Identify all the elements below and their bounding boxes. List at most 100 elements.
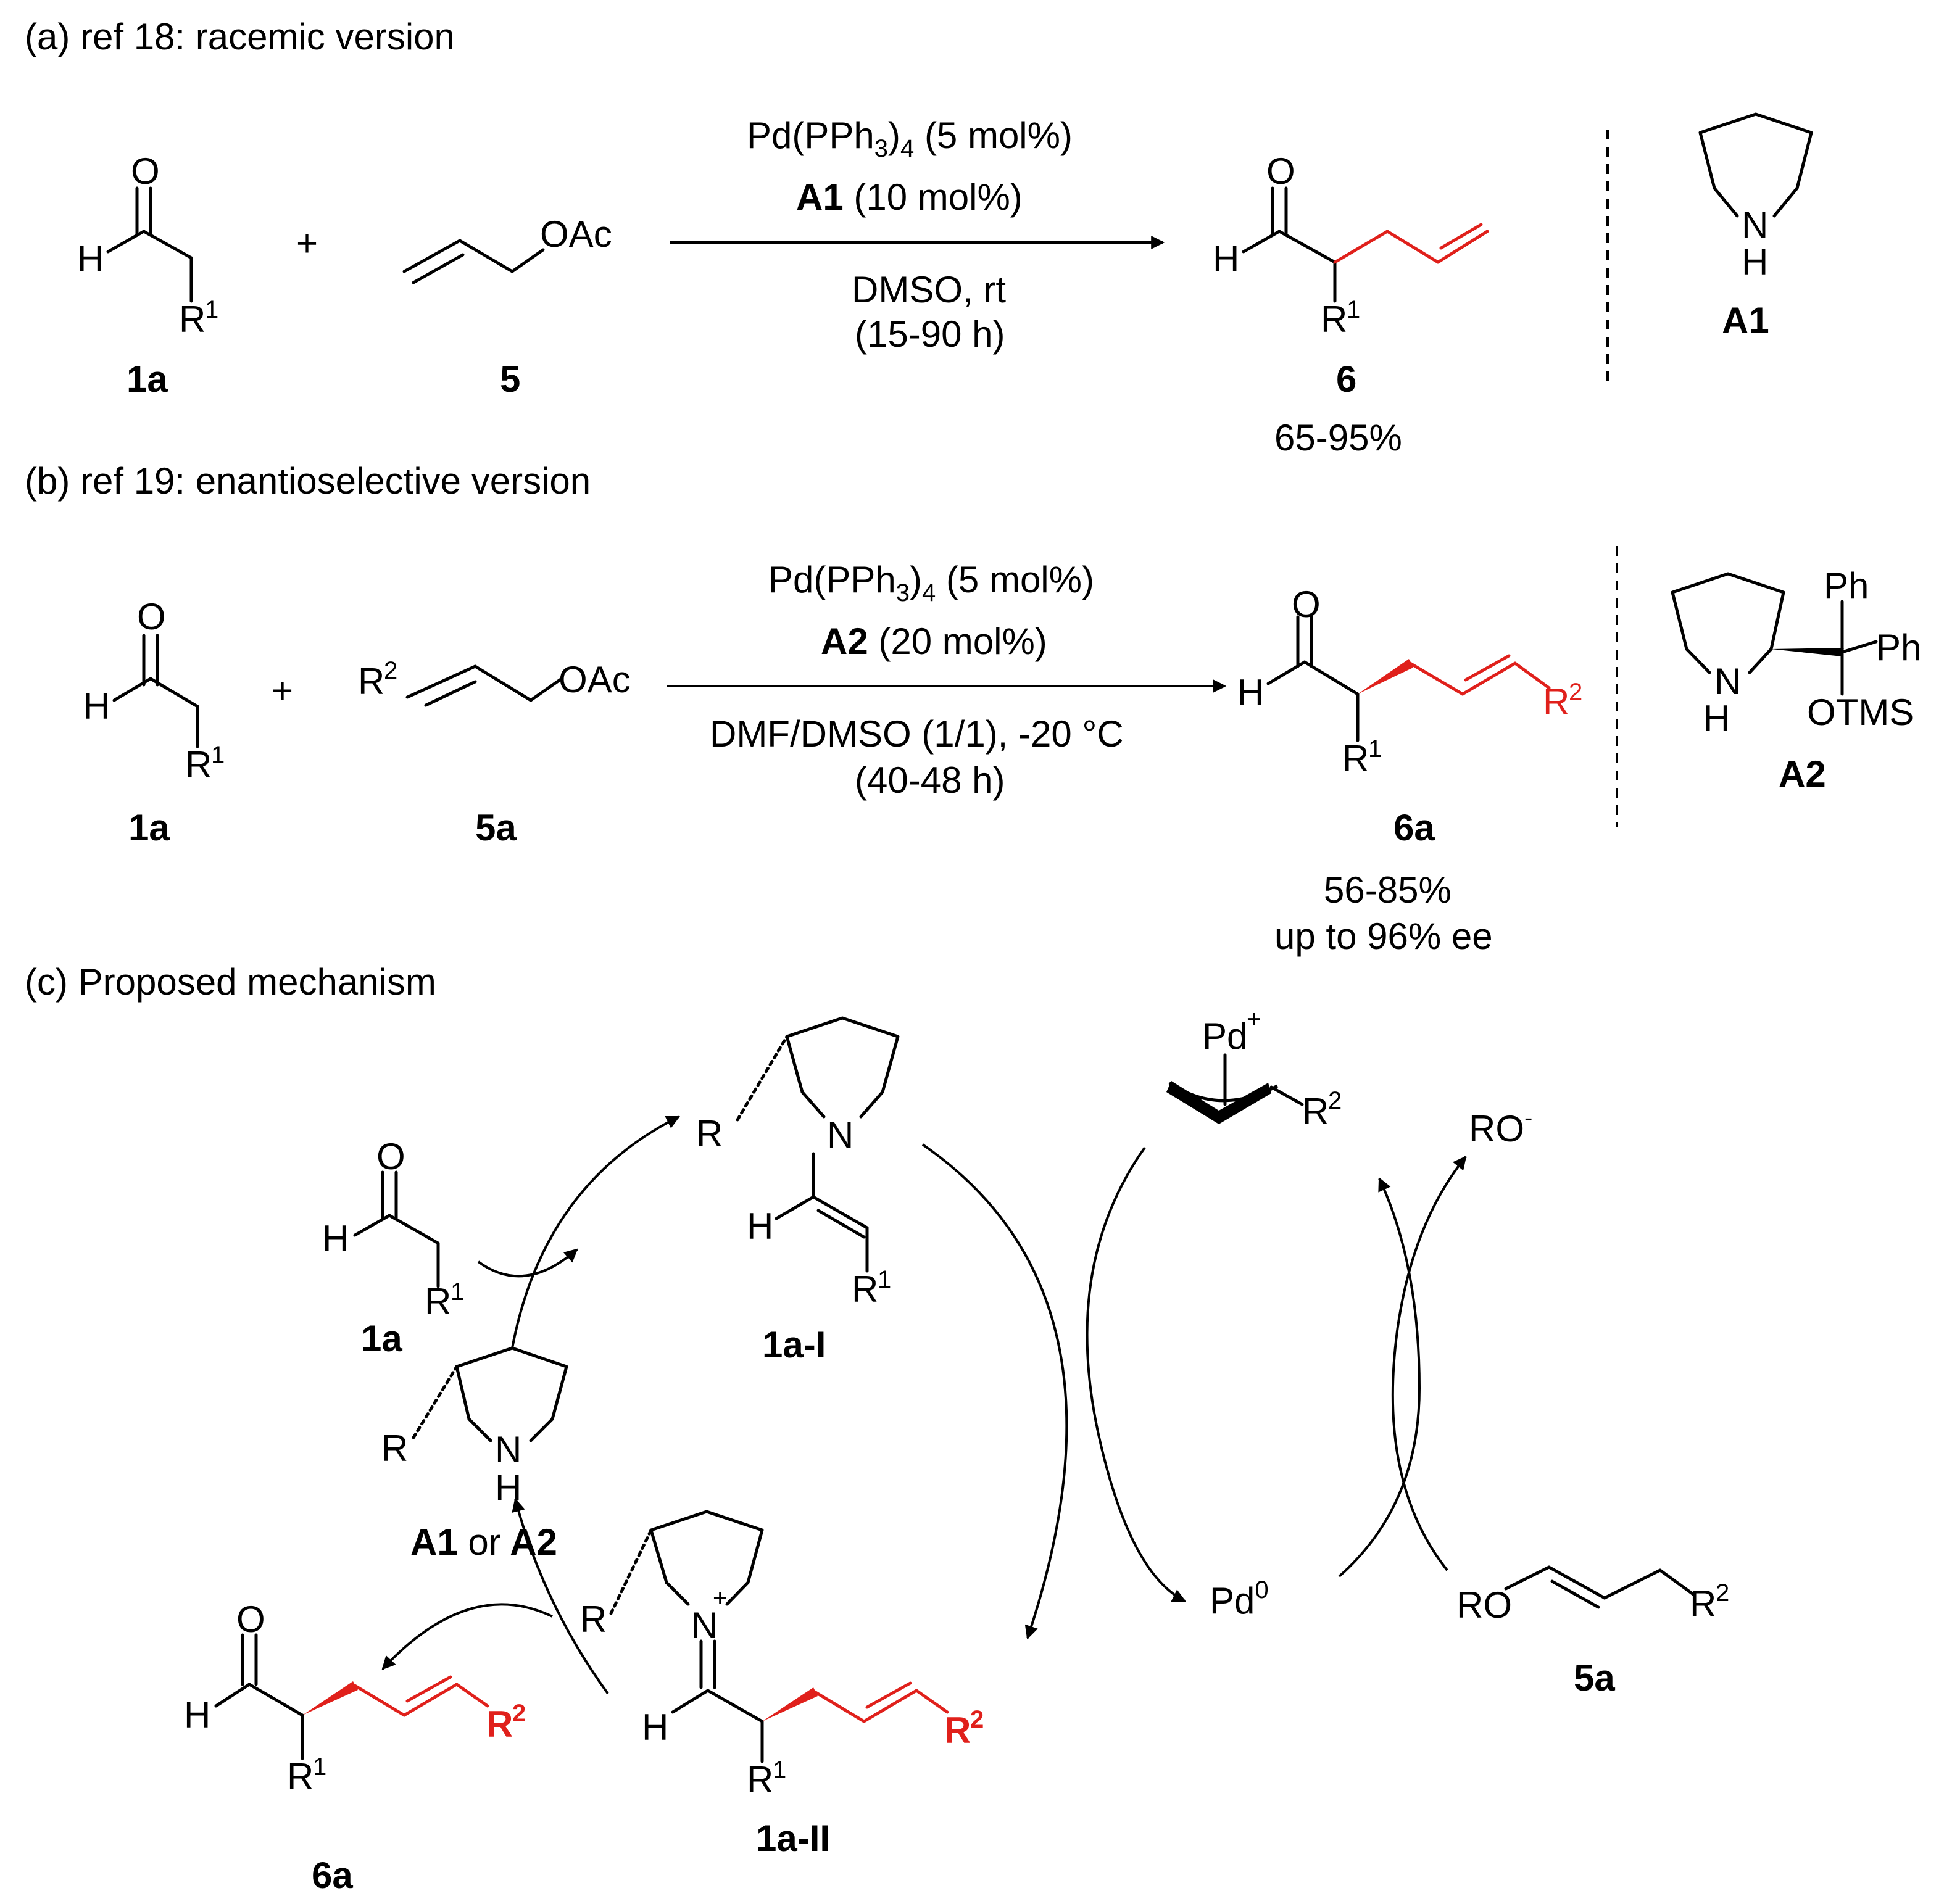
svg-text:H: H: [495, 1467, 521, 1509]
svg-text:R: R: [381, 1428, 408, 1469]
section-b-title: (b) ref 19: enantioselective version: [25, 460, 591, 502]
label-1a: 1a: [127, 358, 168, 400]
svg-text:2: 2: [1328, 1087, 1342, 1114]
label-6a-b: 6a: [1393, 807, 1435, 848]
svg-text:1: 1: [313, 1753, 326, 1781]
compound-5: OAc 5: [402, 213, 612, 400]
label-1a-b: 1a: [128, 807, 170, 848]
svg-text:A1 (10 mol%): A1 (10 mol%): [796, 176, 1023, 218]
svg-text:R: R: [580, 1599, 607, 1640]
svg-text:N: N: [691, 1605, 718, 1646]
svg-text:O: O: [236, 1599, 265, 1640]
label-5a-b: 5a: [475, 807, 517, 848]
svg-text:1: 1: [878, 1266, 891, 1293]
plus-sign: +: [296, 223, 318, 264]
svg-text:R: R: [696, 1113, 723, 1154]
svg-text:R: R: [185, 744, 212, 785]
section-c-title: (c) Proposed mechanism: [25, 961, 436, 1003]
svg-text:R: R: [179, 299, 206, 340]
svg-text:Pd(PPh3)4 (5 mol%): Pd(PPh3)4 (5 mol%): [768, 559, 1094, 606]
label-1a-c: 1a: [361, 1318, 402, 1359]
compound-1a-b: O H R 1 1a: [83, 596, 225, 848]
svg-text:R: R: [1543, 681, 1569, 722]
svg-text:R: R: [1321, 299, 1347, 340]
svg-text:OTMS: OTMS: [1807, 692, 1914, 733]
svg-text:R: R: [944, 1710, 971, 1751]
catalyst-A2: N H Ph Ph OTMS A2: [1671, 565, 1921, 795]
mechanism-arrows: [381, 1115, 1467, 1695]
label-A1: A1: [1722, 300, 1769, 341]
conditions-b: Pd(PPh3)4 (5 mol%) A2 (20 mol%) DMF/DMSO…: [710, 559, 1124, 801]
label-1a-II: 1a-II: [756, 1818, 830, 1859]
iminium-1a-II: R N + H R 2 R 1 1a-II: [580, 1510, 984, 1859]
catalyst-A1: N H A1: [1698, 112, 1813, 341]
ee-b: up to 96% ee: [1274, 916, 1493, 957]
svg-text:Pd(PPh3)4 (5 mol%): Pd(PPh3)4 (5 mol%): [747, 115, 1073, 162]
compound-6a-c: O H R 2 R 1 6a: [184, 1599, 526, 1896]
svg-text:R: R: [425, 1281, 451, 1322]
svg-text:R: R: [1342, 738, 1369, 779]
svg-text:H: H: [642, 1707, 668, 1748]
svg-text:H: H: [1703, 698, 1730, 739]
svg-text:N: N: [495, 1429, 521, 1470]
svg-text:(15-90 h): (15-90 h): [855, 313, 1005, 355]
svg-text:Ph: Ph: [1876, 627, 1921, 668]
svg-text:+: +: [1247, 1006, 1261, 1033]
label-6: 6: [1336, 358, 1356, 400]
plus-sign-b: +: [272, 670, 293, 711]
yield-b: 56-85%: [1324, 869, 1452, 911]
enamine-1a-I: R N H R 1 1a-I: [696, 1016, 900, 1365]
svg-text:Pd: Pd: [1202, 1016, 1247, 1057]
svg-text:R: R: [1690, 1583, 1716, 1625]
svg-text:2: 2: [384, 657, 397, 684]
svg-text:DMF/DMSO (1/1), -20 °C: DMF/DMSO (1/1), -20 °C: [710, 713, 1124, 755]
alkoxide-RO: RO-: [1469, 1104, 1532, 1149]
svg-text:R: R: [358, 661, 384, 702]
svg-text:+: +: [713, 1584, 727, 1612]
svg-text:N: N: [827, 1114, 853, 1156]
compound-1a-c: O H R 1 1a: [322, 1136, 464, 1359]
svg-text:H: H: [747, 1206, 773, 1247]
svg-text:OAc: OAc: [540, 213, 612, 255]
svg-text:(40-48 h): (40-48 h): [855, 760, 1005, 801]
compound-5a-b: R 2 OAc 5a: [358, 657, 631, 848]
svg-text:A2 (20 mol%): A2 (20 mol%): [821, 621, 1047, 662]
compound-1a-a: O H R 1 1a: [77, 151, 218, 400]
svg-text:R: R: [852, 1269, 878, 1310]
label-6a-c: 6a: [312, 1855, 353, 1896]
svg-text:2: 2: [970, 1706, 984, 1733]
svg-text:H: H: [322, 1218, 349, 1259]
svg-text:R: R: [1302, 1091, 1329, 1132]
conditions-a: Pd(PPh3)4 (5 mol%) A1 (10 mol%) DMSO, rt…: [747, 115, 1073, 355]
svg-text:O: O: [1292, 584, 1321, 625]
svg-text:R: R: [747, 1759, 773, 1800]
compound-5a-c: RO R 2 5a: [1456, 1565, 1729, 1699]
svg-text:O: O: [131, 151, 160, 192]
svg-text:Ph: Ph: [1824, 565, 1869, 606]
svg-text:R: R: [287, 1756, 314, 1797]
svg-text:H: H: [83, 685, 110, 727]
label-5a-c: 5a: [1574, 1657, 1615, 1699]
svg-text:1: 1: [1368, 735, 1382, 763]
compound-6a-b: O H R 2 R 1 6a 56-85% up to 96% ee: [1237, 584, 1582, 957]
svg-text:1: 1: [1347, 296, 1360, 323]
svg-text:OAc: OAc: [559, 659, 631, 700]
svg-text:1: 1: [773, 1757, 786, 1784]
catalyst-amine-c: R N H A1 or A2: [381, 1346, 568, 1563]
svg-text:H: H: [1742, 241, 1768, 283]
section-a-title: (a) ref 18: racemic version: [25, 16, 455, 57]
label-A2: A2: [1779, 753, 1826, 795]
pd-zero: Pd0: [1210, 1576, 1269, 1621]
pd-allyl-complex: Pd + R 2: [1166, 1006, 1342, 1132]
svg-text:1: 1: [211, 742, 225, 769]
svg-text:1: 1: [451, 1278, 464, 1306]
svg-text:N: N: [1714, 661, 1741, 702]
svg-text:1: 1: [205, 296, 218, 323]
compound-6: O H R 1 6 65-95%: [1213, 151, 1489, 458]
svg-text:DMSO, rt: DMSO, rt: [852, 269, 1006, 310]
svg-text:H: H: [184, 1694, 210, 1736]
svg-text:A1 or A2: A1 or A2: [410, 1521, 557, 1563]
svg-text:R: R: [486, 1703, 513, 1745]
svg-text:O: O: [137, 596, 166, 637]
